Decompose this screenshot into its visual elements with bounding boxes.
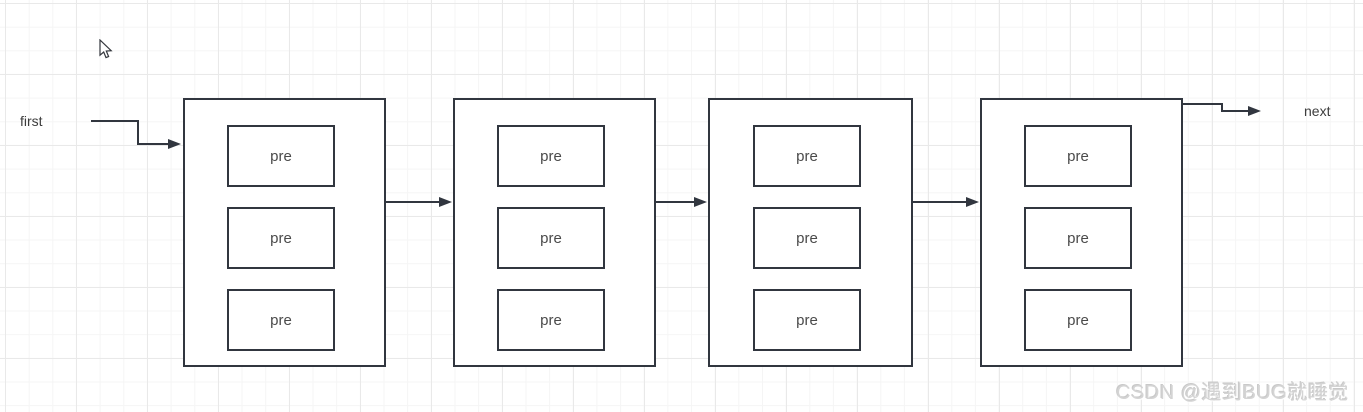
node1-slot-pre-3: pre	[227, 289, 335, 351]
first-arrow	[91, 120, 181, 149]
node3-slot-pre-1: pre	[753, 125, 861, 187]
node4-slot-pre-2: pre	[1024, 207, 1132, 269]
node2-slot-pre-2: pre	[497, 207, 605, 269]
list-node-4: pre pre pre	[980, 98, 1183, 367]
csdn-watermark: CSDN @遇到BUG就睡觉	[1116, 382, 1349, 404]
next-pointer-label: next	[1304, 103, 1331, 119]
node1-slot-pre-2: pre	[227, 207, 335, 269]
node4-slot-pre-3: pre	[1024, 289, 1132, 351]
next-arrow	[1183, 103, 1261, 116]
first-pointer-label: first	[20, 113, 43, 129]
list-node-3: pre pre pre	[708, 98, 913, 367]
node3-slot-pre-2: pre	[753, 207, 861, 269]
node2-slot-pre-1: pre	[497, 125, 605, 187]
node3-slot-pre-3: pre	[753, 289, 861, 351]
list-node-2: pre pre pre	[453, 98, 656, 367]
node4-slot-pre-1: pre	[1024, 125, 1132, 187]
node1-slot-pre-1: pre	[227, 125, 335, 187]
node2-slot-pre-3: pre	[497, 289, 605, 351]
mouse-cursor-icon	[99, 39, 113, 59]
list-node-1: pre pre pre	[183, 98, 386, 367]
